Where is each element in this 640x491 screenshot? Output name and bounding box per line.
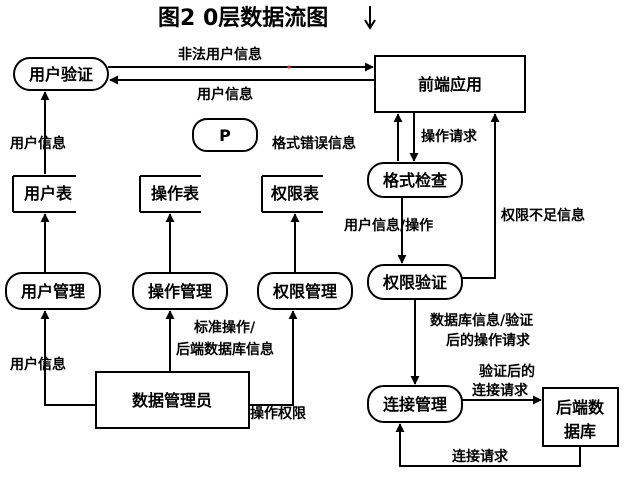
- flow-user-info-op: 用户信息/操作: [344, 197, 433, 264]
- node-perm-check-label: 权限验证: [382, 273, 447, 292]
- node-user-auth: 用户验证: [13, 57, 109, 91]
- store-perm-table-label: 权限表: [270, 184, 320, 203]
- node-format-check: 格式检查: [367, 162, 463, 198]
- flow-user-info-top: 用户信息: [109, 75, 375, 103]
- node-db-admin: 数据管理员: [95, 371, 250, 429]
- flow-db-info-label-2: 后的操作请求: [446, 332, 531, 349]
- node-conn-mgmt: 连接管理: [367, 385, 463, 423]
- node-backend-db-label-2: 据库: [564, 422, 596, 441]
- node-db-admin-label: 数据管理员: [132, 391, 212, 410]
- node-user-mgmt-label: 用户管理: [21, 282, 85, 301]
- flow-verified-conn: 验证后的 连接请求: [462, 363, 542, 405]
- node-op-mgmt: 操作管理: [132, 272, 228, 310]
- flow-db-info: 数据库信息/验证 后的操作请求: [410, 299, 533, 385]
- flow-db-info-label-1: 数据库信息/验证: [430, 312, 533, 329]
- flow-op-perm: 操作权限: [249, 310, 306, 422]
- flow-illegal-user-info-label: 非法用户信息: [178, 46, 262, 63]
- diagram-title: 图2 0层数据流图: [158, 5, 328, 31]
- flow-user-info-op-label: 用户信息/操作: [344, 217, 433, 234]
- flow-verified-conn-label-1: 验证后的: [479, 363, 535, 380]
- flow-standard-op: 标准操作/ 后端数据库信息: [165, 310, 274, 372]
- node-backend-db: 后端数 据库: [542, 387, 619, 447]
- node-conn-mgmt-label: 连接管理: [383, 395, 447, 414]
- node-user-mgmt: 用户管理: [5, 272, 101, 310]
- flow-format-error-info-label: 格式错误信息: [272, 135, 356, 152]
- flow-user-info-bottom: 用户信息: [10, 310, 96, 406]
- flow-user-info-top-label: 用户信息: [197, 86, 253, 103]
- flow-illegal-user-info: 非法用户信息: [108, 46, 374, 72]
- flow-standard-op-label-1: 标准操作/: [193, 319, 256, 336]
- node-format-check-label: 格式检查: [383, 171, 447, 190]
- flow-conn-request: 连接请求: [395, 423, 581, 467]
- store-op-table-label: 操作表: [151, 184, 200, 203]
- node-perm-mgmt-label: 权限管理: [272, 282, 337, 301]
- node-frontend-label: 前端应用: [418, 75, 482, 94]
- node-backend-db-label-1: 后端数: [556, 398, 605, 417]
- node-op-mgmt-label: 操作管理: [148, 282, 212, 301]
- flow-insufficient-perm-label: 权限不足信息: [500, 207, 585, 224]
- node-p: P: [192, 118, 258, 152]
- flow-insufficient-perm: 权限不足信息: [462, 113, 585, 279]
- flow-user-info-left: 用户信息: [10, 91, 66, 174]
- store-op-table: 操作表: [139, 175, 201, 213]
- flow-op-perm-label: 操作权限: [250, 405, 306, 422]
- node-user-auth-label: 用户验证: [29, 65, 93, 84]
- flow-operation-request: 操作请求: [409, 112, 478, 162]
- store-user-table-label: 用户表: [24, 184, 73, 203]
- node-perm-check: 权限验证: [367, 264, 463, 300]
- store-user-table: 用户表: [12, 175, 76, 213]
- flow-standard-op-label-2: 后端数据库信息: [176, 341, 274, 358]
- node-p-label: P: [219, 126, 231, 145]
- title-arrow-head: [364, 19, 376, 30]
- node-perm-mgmt: 权限管理: [257, 272, 353, 310]
- red-dot-mark: [287, 65, 291, 69]
- flow-user-info-bottom-label: 用户信息: [10, 356, 66, 373]
- flow-verified-conn-label-2: 连接请求: [472, 382, 529, 399]
- flow-format-error-info: 格式错误信息: [272, 113, 403, 161]
- flow-operation-request-label: 操作请求: [421, 128, 478, 145]
- flow-conn-request-label: 连接请求: [452, 448, 509, 465]
- store-perm-table: 权限表: [261, 175, 323, 213]
- flow-user-info-left-label: 用户信息: [10, 135, 66, 152]
- node-frontend: 前端应用: [374, 55, 526, 113]
